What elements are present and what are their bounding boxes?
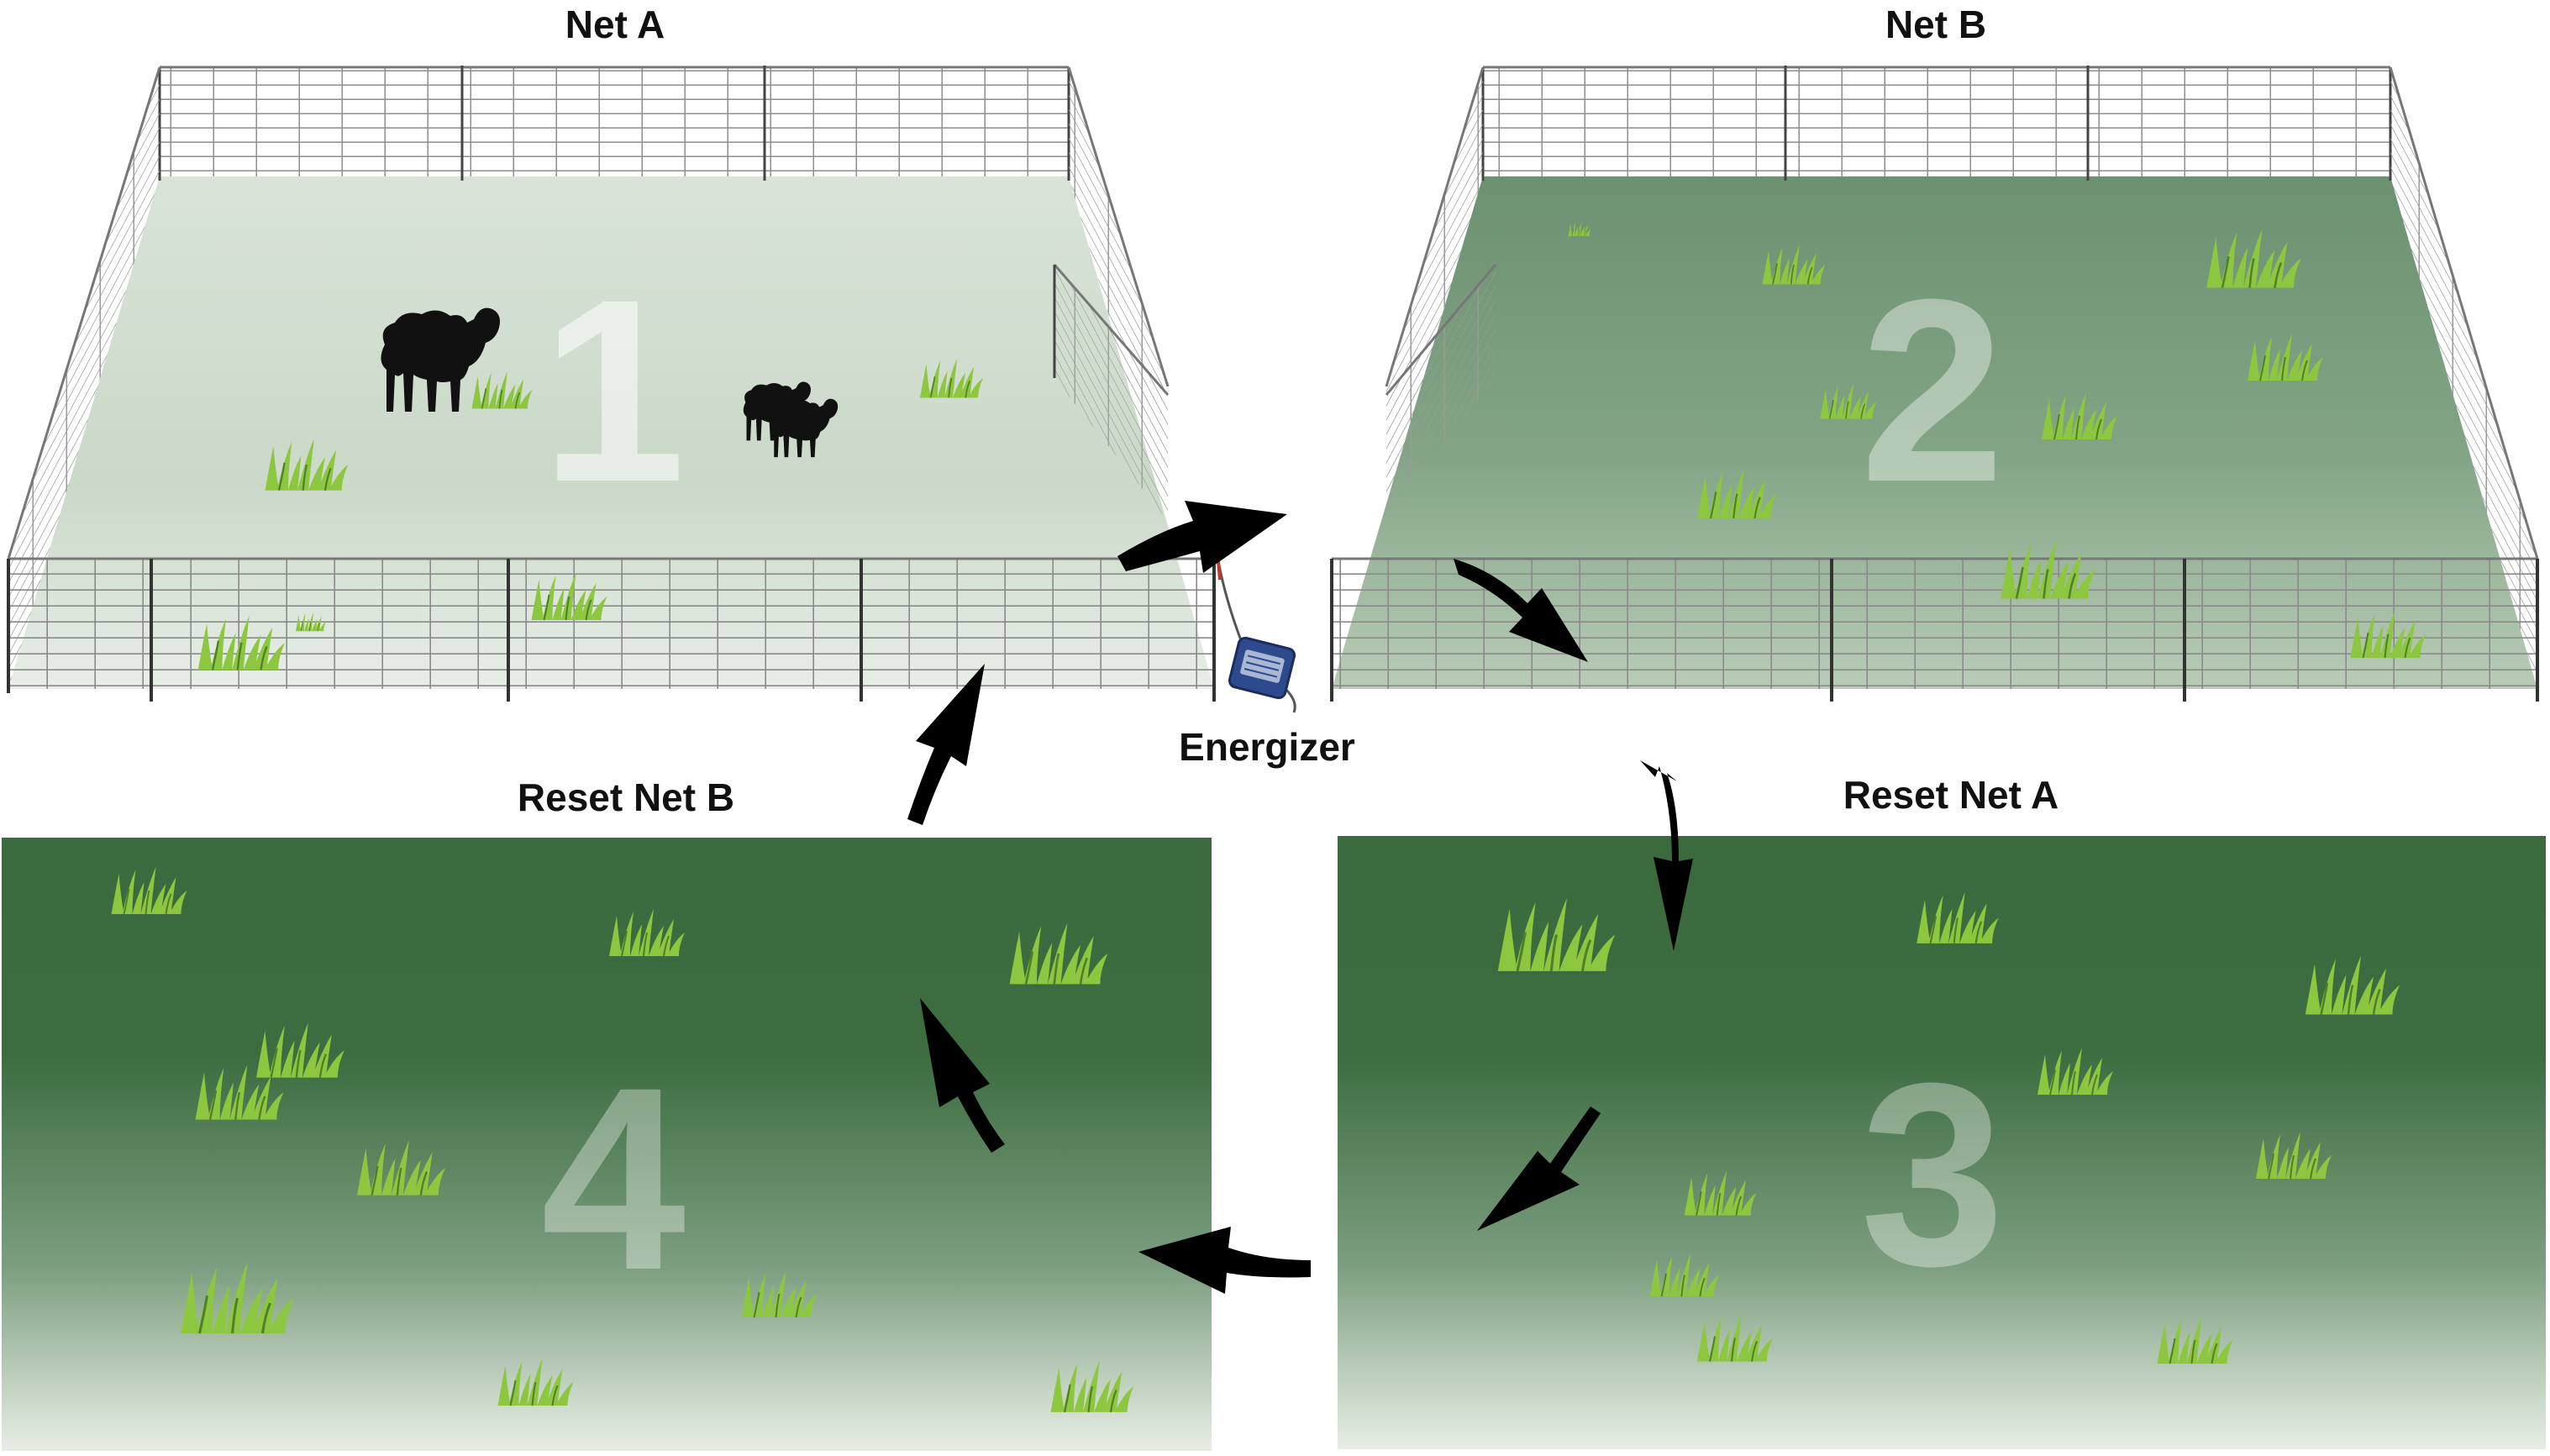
panel-4-reset-net-b: 4	[2, 838, 1212, 1451]
label-reset-net-a: Reset Net A	[1843, 773, 2058, 817]
label-net-a: Net A	[565, 3, 665, 46]
label-reset-net-b: Reset Net B	[518, 775, 734, 819]
panel-number: 1	[541, 244, 686, 536]
fence-net-icon	[8, 67, 160, 689]
fence-net-icon	[8, 559, 1214, 689]
fence-net-icon	[1332, 559, 2537, 689]
fence-net-icon	[2390, 67, 2537, 689]
pasture-4-ground	[2, 838, 1212, 1451]
panel-number: 4	[541, 1033, 687, 1324]
panel-2-net-b: 2	[1330, 66, 2539, 702]
panel-3-reset-net-a: 3	[1338, 836, 2546, 1449]
energizer-icon	[1217, 560, 1296, 713]
label-net-b: Net B	[1885, 3, 1986, 46]
fence-net-icon	[160, 67, 1069, 176]
fence-net-icon	[1483, 67, 2390, 176]
panel-number: 2	[1860, 244, 2005, 536]
label-energizer: Energizer	[1179, 725, 1355, 769]
cycle-arrow-icon	[907, 501, 1693, 1294]
panel-number: 3	[1860, 1028, 2005, 1320]
panel-1-net-a: 1	[7, 66, 1216, 702]
